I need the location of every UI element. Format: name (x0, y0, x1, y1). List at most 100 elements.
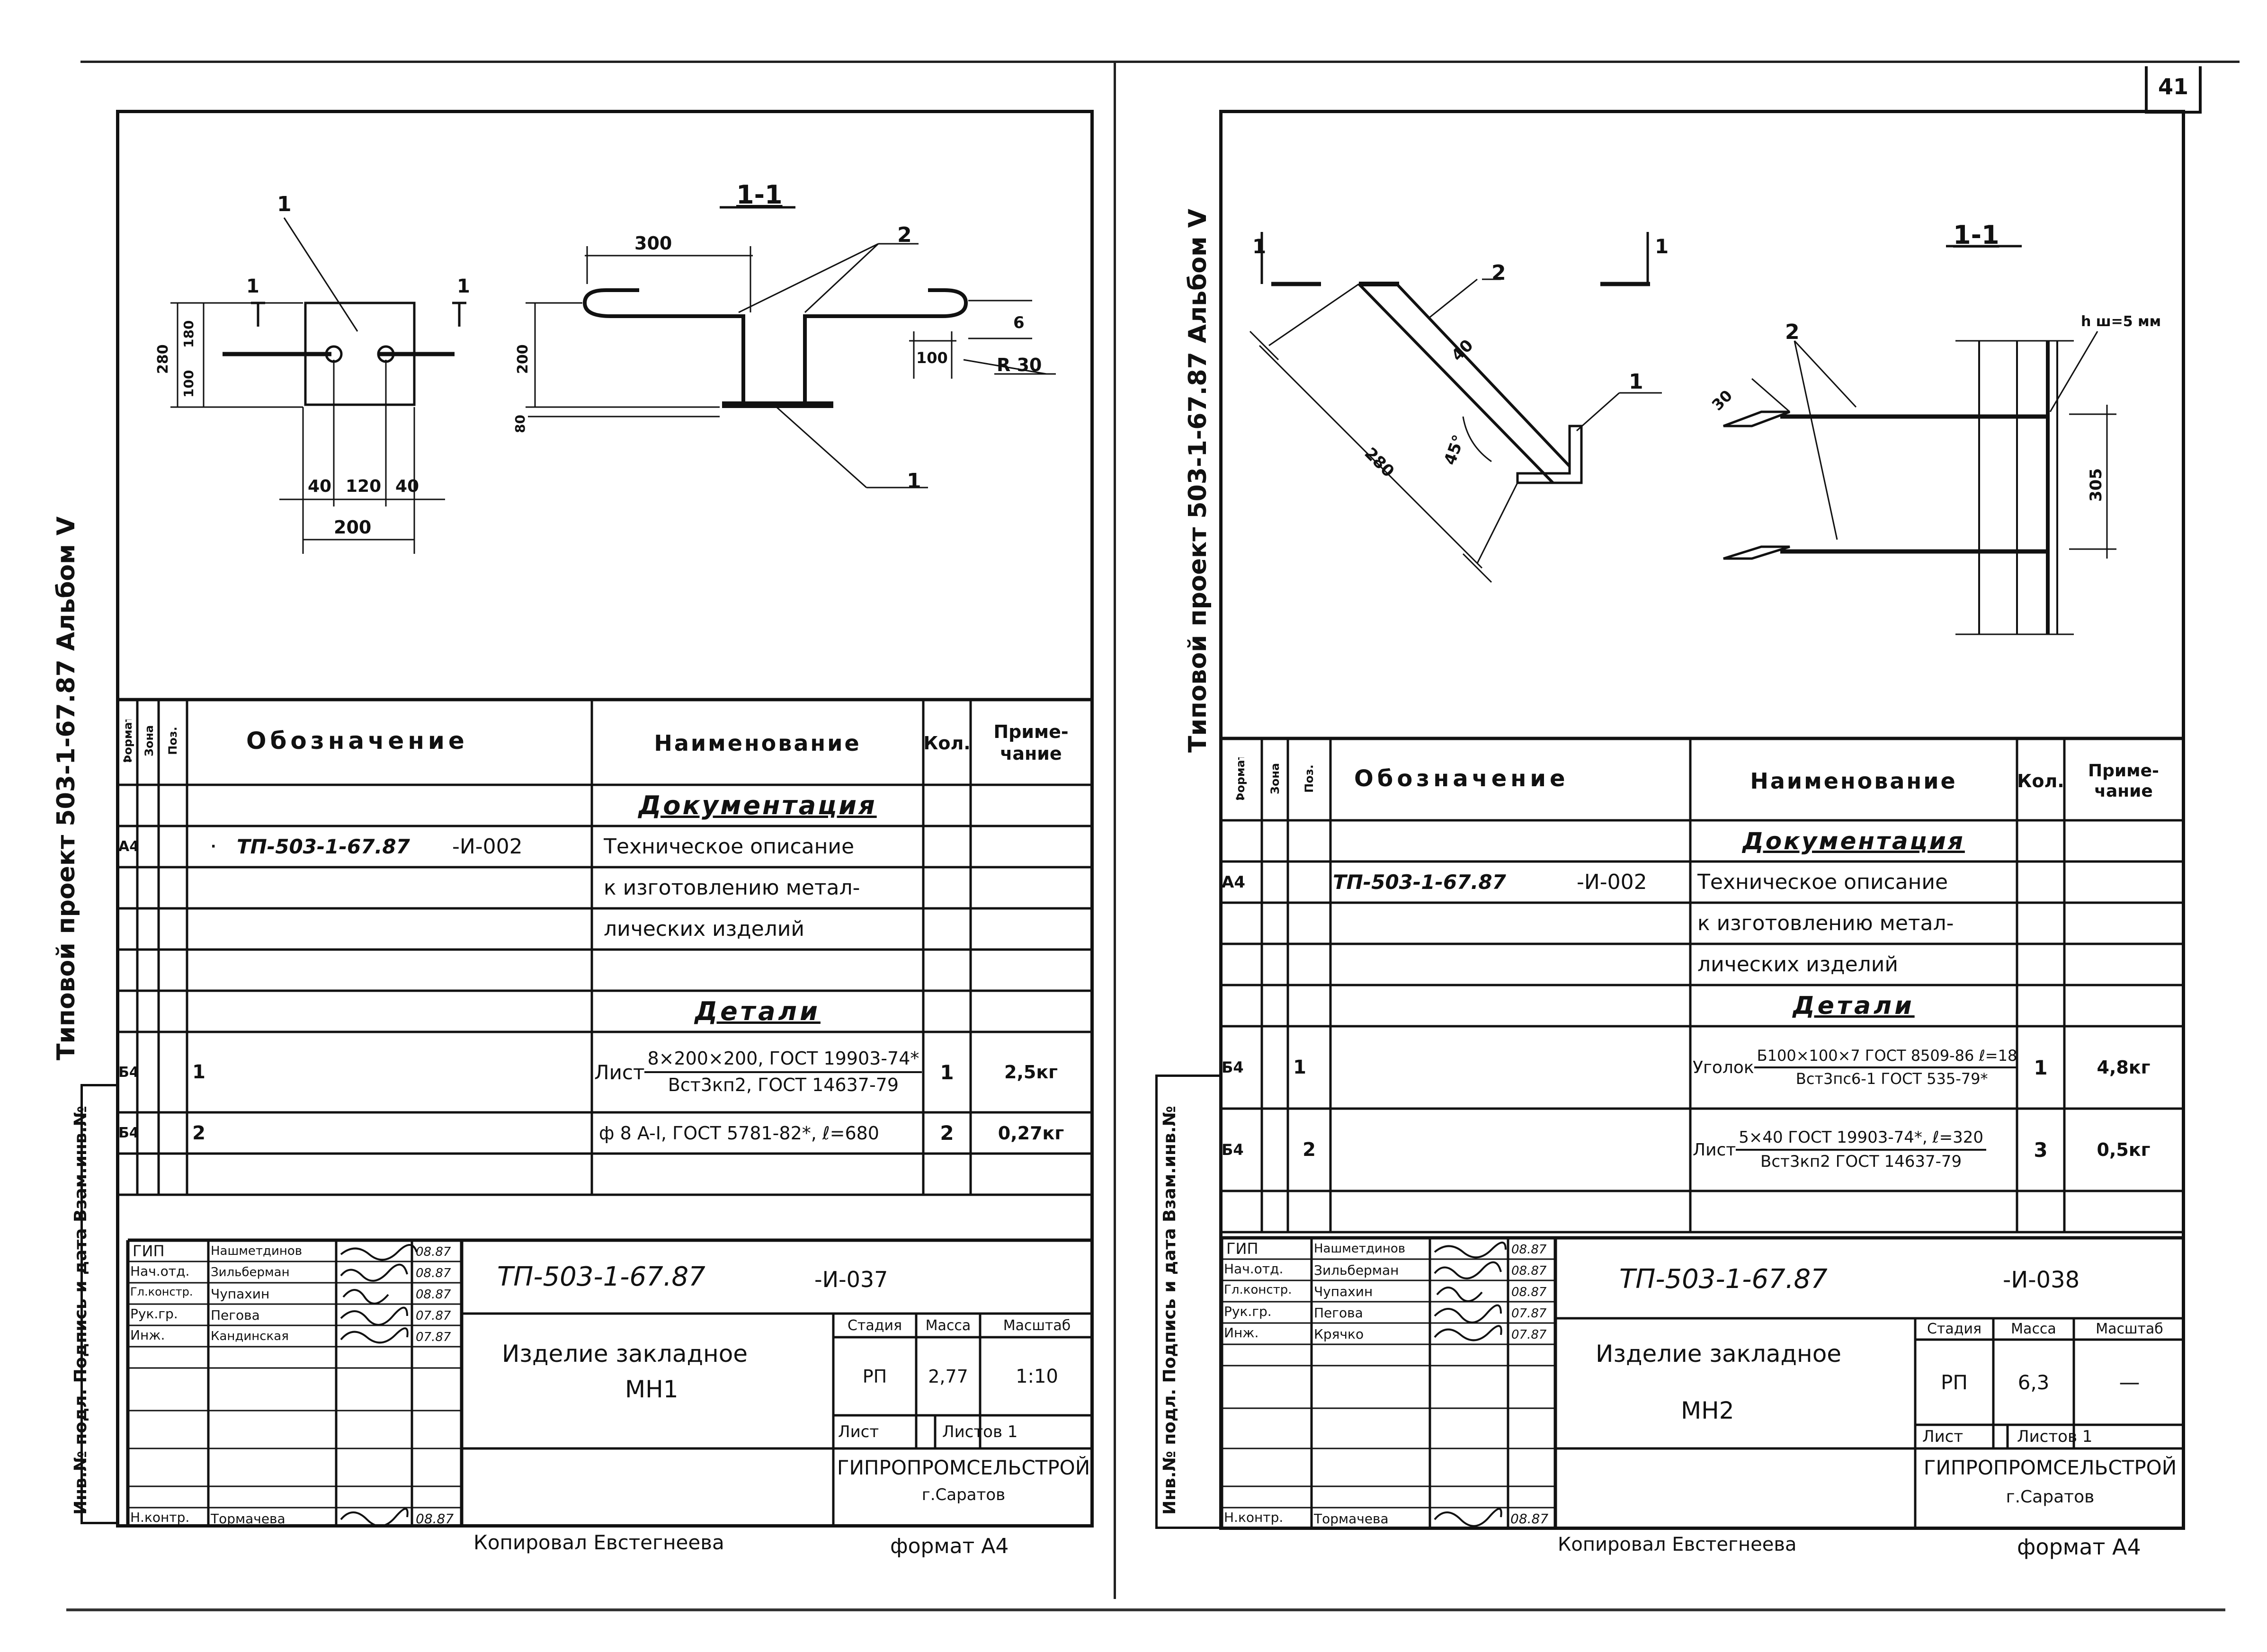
right-tb-scale: — (2119, 1370, 2140, 1394)
left-hdr-name: Наименование (654, 730, 861, 756)
right-section-docs: Документация (1742, 827, 1965, 855)
left-section-parts: Детали (695, 996, 821, 1026)
left-plate-plan (170, 217, 466, 554)
left-item2-qty: 2 (940, 1121, 954, 1145)
right-section-parts: Детали (1793, 991, 1915, 1020)
center-divider (1114, 61, 1116, 1599)
left-doc-name-1: Техническое описание (604, 835, 855, 859)
left-tb-role-3: Рук.гр. (130, 1306, 178, 1322)
right-item1-pos: 1 (1293, 1057, 1306, 1078)
left-hdr-note: Приме-чание (993, 721, 1069, 764)
right-tb-stage-label: Стадия (1927, 1321, 1982, 1337)
right-hdr-name: Наименование (1750, 768, 1957, 794)
left-section-docs: Документация (638, 790, 877, 820)
right-item2-fraction: 5×40 ГОСТ 19903-74*, ℓ=320 Вст3кп2 ГОСТ … (1736, 1128, 1986, 1171)
left-sheet-frame (116, 110, 1094, 1528)
left-tb-mass-label: Масса (925, 1317, 971, 1334)
left-doc-name-3: лических изделий (604, 917, 804, 941)
left-dim-200h: 200 (334, 517, 372, 538)
left-doc-suffix: -И-002 (452, 835, 523, 859)
right-tb-mass: 6,3 (2017, 1370, 2050, 1394)
right-tb-name-4: Крячко (1314, 1326, 1364, 1342)
left-tb-code: ТП-503-1-67.87 (497, 1264, 705, 1290)
right-tb-sheet-label: Лист (1922, 1427, 1964, 1446)
right-tb-date-4: 07.87 (1511, 1328, 1547, 1342)
left-item1-name: Лист 8×200×200, ГОСТ 19903-74* Вст3кп2, … (594, 1032, 923, 1112)
right-pos2-angle: 2 (1491, 261, 1506, 285)
left-section (526, 206, 1056, 488)
right-side-strip (1155, 1075, 1222, 1529)
right-item1-den: Вст3пс6-1 ГОСТ 535-79* (1795, 1070, 1988, 1088)
left-doc-name-2: к изготовлению метал- (604, 876, 860, 900)
left-dim-100h: 100 (916, 349, 948, 367)
left-tb-name-0: Нашметдинов (211, 1244, 303, 1258)
left-tb-sheets-label: Листов 1 (942, 1422, 1018, 1441)
right-doc-name-2: к изготовлению метал- (1697, 911, 1954, 935)
left-dim-6: 6 (1013, 313, 1025, 332)
left-tb-date-0: 08.87 (416, 1245, 451, 1259)
right-pos2-section: 2 (1785, 320, 1800, 344)
right-item2-qty: 3 (2034, 1138, 2048, 1162)
right-tb-name-1: Зильберман (1314, 1262, 1399, 1278)
right-item2-prefix: Лист (1693, 1140, 1736, 1160)
right-tb-role-8: Н.контр. (1224, 1510, 1284, 1525)
left-item1-format: Б4 (118, 1064, 137, 1081)
left-bar-right (803, 288, 968, 405)
left-pos1-plan: 1 (277, 192, 292, 216)
left-tb-mass: 2,77 (928, 1366, 968, 1387)
right-section (1723, 245, 2116, 635)
left-tb-name-1: Зильберман (211, 1265, 290, 1279)
left-item1-note: 2,5кг (1004, 1062, 1058, 1083)
left-tb-scale: 1:10 (1016, 1365, 1058, 1387)
right-doc-code: ТП-503-1-67.87 (1333, 870, 1506, 894)
left-tb-role-4: Инж. (130, 1327, 165, 1343)
left-item1-fraction: 8×200×200, ГОСТ 19903-74* Вст3кп2, ГОСТ … (644, 1048, 922, 1095)
right-angle-view (1249, 232, 1662, 583)
left-item1-pos: 1 (192, 1061, 205, 1083)
right-tb-date-0: 08.87 (1511, 1243, 1547, 1257)
bottom-rule (66, 1608, 2225, 1611)
left-doc-dot: · (211, 838, 216, 855)
right-angle-leg-outer (1357, 283, 1554, 484)
right-item2-name: Лист 5×40 ГОСТ 19903-74*, ℓ=320 Вст3кп2 … (1693, 1109, 2017, 1191)
right-pos1-angle: 1 (1629, 370, 1643, 394)
right-tb-date-1: 08.87 (1511, 1264, 1547, 1278)
right-tb-stage: РП (1941, 1370, 1968, 1394)
right-tb-code-text: ТП-503-1-67.87 (1619, 1264, 1828, 1295)
right-item1-name: Уголок Б100×100×7 ГОСТ 8509-86 ℓ=180 Вст… (1693, 1026, 2017, 1109)
left-cut-mark-1: 1 (246, 275, 259, 297)
right-tb-date-3: 07.87 (1511, 1306, 1547, 1321)
right-tb-name-8: Тормачева (1314, 1511, 1389, 1527)
right-item1-format: Б4 (1222, 1058, 1244, 1076)
left-doc-format: А4 (118, 838, 137, 855)
right-footer-format: формат А4 (2017, 1534, 2141, 1560)
left-tb-title-1: Изделие закладное (502, 1340, 748, 1368)
right-strip-bottom (1723, 545, 1790, 560)
left-doc-code: ТП-503-1-67.87 (237, 835, 410, 858)
left-cut-mark-2: 1 (457, 275, 470, 297)
left-side-strip (80, 1084, 118, 1524)
right-tb-name-2: Чупахин (1314, 1284, 1373, 1299)
left-tb-stage-label: Стадия (847, 1317, 902, 1334)
right-item1-qty: 1 (2034, 1056, 2048, 1079)
left-dim-40b: 40 (395, 477, 419, 496)
left-tb-date-3: 07.87 (416, 1309, 451, 1323)
left-tb-role-8: Н.контр. (130, 1510, 190, 1525)
right-dim-hw: h ш=5 мм (2081, 313, 2161, 330)
left-section-label: 1-1 (736, 180, 783, 210)
right-tb-mass-label: Масса (2011, 1321, 2056, 1337)
left-item2-note: 0,27кг (998, 1122, 1064, 1144)
right-tb-title-2: МН2 (1681, 1397, 1734, 1424)
left-tb-sheet-code: -И-037 (814, 1267, 888, 1292)
right-doc-suffix: -И-002 (1577, 870, 1647, 894)
right-tb-name-3: Пегова (1314, 1305, 1363, 1321)
left-tb-date-1: 08.87 (416, 1266, 451, 1280)
right-item1-fraction: Б100×100×7 ГОСТ 8509-86 ℓ=180 Вст3пс6-1 … (1754, 1047, 2017, 1088)
right-item2-den: Вст3кп2 ГОСТ 14637-79 (1760, 1152, 1962, 1171)
